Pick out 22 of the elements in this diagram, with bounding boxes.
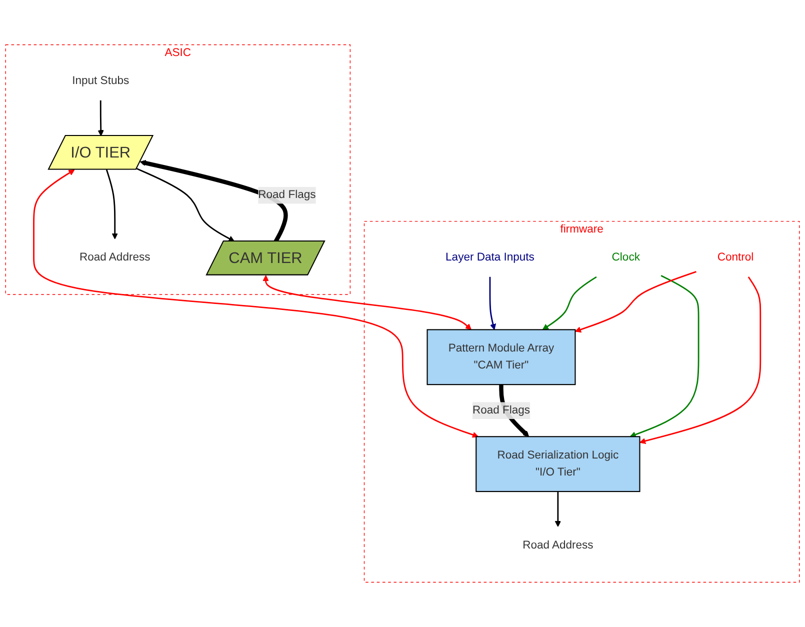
node-box: Pattern Module Array "CAM Tier"	[426, 329, 576, 386]
node-text: Control	[717, 252, 754, 264]
arrow	[554, 492, 562, 527]
edge-label: Road Flags	[472, 404, 530, 416]
arrow	[136, 168, 235, 242]
node-text: Road Address	[522, 539, 594, 552]
arrow	[98, 100, 104, 136]
node-box: Road Serialization Logic "I/O Tier"	[476, 436, 640, 492]
arrow	[489, 276, 496, 330]
arrow	[33, 169, 479, 438]
arrow	[574, 271, 696, 333]
node-text: Road Address	[80, 252, 150, 264]
arrow	[639, 276, 762, 444]
arrow	[630, 275, 700, 438]
node-text: Layer Data Inputs	[446, 252, 534, 264]
node-text: Clock	[612, 252, 640, 264]
arrow	[106, 169, 118, 240]
edge-label: Road Flags	[258, 188, 316, 201]
arrow	[542, 276, 597, 330]
arrow	[262, 275, 472, 330]
node-text: Input Stubs	[72, 74, 130, 87]
arrow	[140, 160, 288, 242]
